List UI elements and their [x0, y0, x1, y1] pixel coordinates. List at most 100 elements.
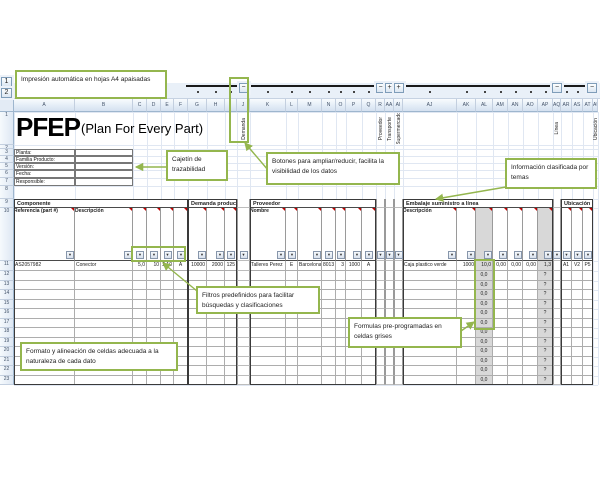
- column-header-AR[interactable]: AR: [561, 99, 572, 112]
- filter-button-AM[interactable]: ▼: [499, 251, 507, 259]
- column-header-Q[interactable]: Q: [362, 99, 376, 112]
- cell-N15[interactable]: [322, 299, 336, 309]
- cell-G19[interactable]: [188, 337, 207, 347]
- cell-AP14[interactable]: ?: [538, 290, 553, 300]
- column-header-B[interactable]: B: [75, 99, 133, 112]
- filter-button-F[interactable]: ▼: [177, 251, 185, 259]
- cell-AA11[interactable]: [385, 261, 394, 271]
- filter-button-AL[interactable]: ▼: [484, 251, 492, 259]
- cell-K18[interactable]: [250, 328, 286, 338]
- cell-AQ17[interactable]: [553, 318, 561, 328]
- cell-B17[interactable]: [75, 318, 133, 328]
- cell-D16[interactable]: [147, 309, 161, 319]
- cell-AT13[interactable]: [583, 280, 593, 290]
- cell-N16[interactable]: [322, 309, 336, 319]
- header-cell-G[interactable]: Semanal: [188, 208, 207, 261]
- cell-M17[interactable]: [298, 318, 322, 328]
- cell-AP17[interactable]: ?: [538, 318, 553, 328]
- cell-AR16[interactable]: [561, 309, 572, 319]
- cell-AS14[interactable]: [572, 290, 583, 300]
- cell-P20[interactable]: [346, 347, 362, 357]
- cell-AA9[interactable]: [385, 199, 394, 208]
- outline-toggle-AU[interactable]: −: [587, 83, 597, 93]
- row-header-18[interactable]: 18: [0, 328, 14, 338]
- cell-K17[interactable]: [250, 318, 286, 328]
- column-header-H[interactable]: H: [207, 99, 225, 112]
- filter-button-Q[interactable]: ▼: [365, 251, 373, 259]
- column-header-AQ[interactable]: AQ: [553, 99, 561, 112]
- row-header-8[interactable]: 8: [0, 186, 14, 199]
- cell-I22[interactable]: [225, 366, 237, 376]
- cell-M19[interactable]: [298, 337, 322, 347]
- row-header-4[interactable]: 4: [0, 156, 14, 163]
- cell-AI12[interactable]: [394, 271, 403, 281]
- cell-AT17[interactable]: [583, 318, 593, 328]
- cell-O13[interactable]: [336, 280, 346, 290]
- cell-K11[interactable]: Talleres Perez: [250, 261, 286, 271]
- column-header-AN[interactable]: AN: [508, 99, 523, 112]
- cell-AS19[interactable]: [572, 337, 583, 347]
- cell-O16[interactable]: [336, 309, 346, 319]
- row-header-17[interactable]: 17: [0, 318, 14, 328]
- cell-AP21[interactable]: ?: [538, 356, 553, 366]
- cell-AM18[interactable]: [493, 328, 508, 338]
- cell-F13[interactable]: [174, 280, 188, 290]
- cell-AJ14[interactable]: [403, 290, 457, 300]
- cell-AI15[interactable]: [394, 299, 403, 309]
- cell-AS15[interactable]: [572, 299, 583, 309]
- cell-AS22[interactable]: [572, 366, 583, 376]
- cell-G22[interactable]: [188, 366, 207, 376]
- cell-Q12[interactable]: [362, 271, 376, 281]
- cell-AQ16[interactable]: [553, 309, 561, 319]
- cell-C12[interactable]: [133, 271, 147, 281]
- cell-AO16[interactable]: [523, 309, 538, 319]
- cell-AL17[interactable]: 0,0: [476, 318, 493, 328]
- cell-Q13[interactable]: [362, 280, 376, 290]
- row-header-7[interactable]: 7: [0, 178, 14, 186]
- cell-AP11[interactable]: 1,3: [538, 261, 553, 271]
- cell-F23[interactable]: [174, 375, 188, 385]
- cell-AQ20[interactable]: [553, 347, 561, 357]
- cell-AQ23[interactable]: [553, 375, 561, 385]
- column-header-AO[interactable]: AO: [523, 99, 538, 112]
- filter-button-AK[interactable]: ▼: [467, 251, 475, 259]
- cell-N11[interactable]: 8013: [322, 261, 336, 271]
- cell-O11[interactable]: 3: [336, 261, 346, 271]
- cell-AM14[interactable]: [493, 290, 508, 300]
- cell-E16[interactable]: [161, 309, 174, 319]
- column-header-AA[interactable]: AA: [385, 99, 394, 112]
- cell-L23[interactable]: [286, 375, 298, 385]
- cell-AN14[interactable]: [508, 290, 523, 300]
- cell-G21[interactable]: [188, 356, 207, 366]
- cell-AI22[interactable]: [394, 366, 403, 376]
- cell-AR23[interactable]: [561, 375, 572, 385]
- cell-F15[interactable]: [174, 299, 188, 309]
- cell-AL15[interactable]: 0,0: [476, 299, 493, 309]
- cell-AT19[interactable]: [583, 337, 593, 347]
- cell-L18[interactable]: [286, 328, 298, 338]
- cell-R11[interactable]: [376, 261, 385, 271]
- cell-AP23[interactable]: ?: [538, 375, 553, 385]
- column-header-AI[interactable]: AI: [394, 99, 403, 112]
- filter-button-AT[interactable]: ▼: [584, 251, 592, 259]
- cell-R20[interactable]: [376, 347, 385, 357]
- cell-AR14[interactable]: [561, 290, 572, 300]
- column-header-AJ[interactable]: AJ: [403, 99, 457, 112]
- cell-P11[interactable]: 1000: [346, 261, 362, 271]
- row-header-1[interactable]: 1: [0, 112, 14, 145]
- cell-R22[interactable]: [376, 366, 385, 376]
- cell-E12[interactable]: [161, 271, 174, 281]
- cell-AQ11[interactable]: [553, 261, 561, 271]
- cell-C15[interactable]: [133, 299, 147, 309]
- cell-AK20[interactable]: [457, 347, 476, 357]
- cell-AA23[interactable]: [385, 375, 394, 385]
- filter-button-AR[interactable]: ▼: [562, 251, 571, 259]
- cell-AP20[interactable]: ?: [538, 347, 553, 357]
- cell-B12[interactable]: [75, 271, 133, 281]
- cell-AA14[interactable]: [385, 290, 394, 300]
- row-header-3[interactable]: 3: [0, 149, 14, 156]
- cell-AS18[interactable]: [572, 328, 583, 338]
- cell-Q14[interactable]: [362, 290, 376, 300]
- column-header-R[interactable]: R: [376, 99, 385, 112]
- cell-AK23[interactable]: [457, 375, 476, 385]
